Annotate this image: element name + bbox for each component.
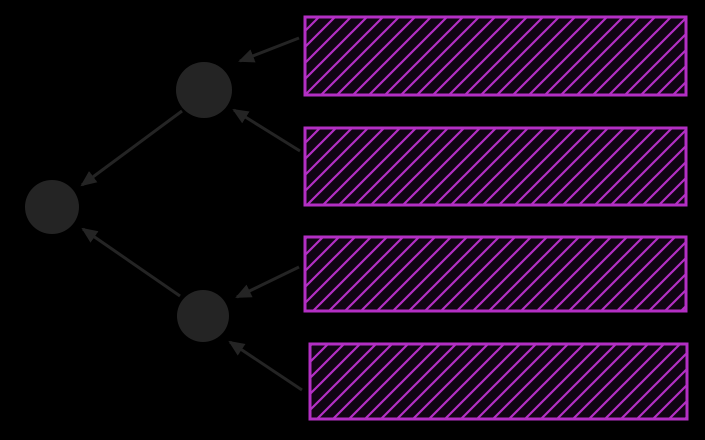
- input-block-1: [303, 15, 688, 97]
- edge-block3-to-lower: [235, 265, 300, 299]
- lower-node: [177, 290, 229, 342]
- edge-block4-to-lower: [228, 340, 303, 392]
- input-block-4: [308, 342, 689, 421]
- input-block-2: [303, 126, 688, 207]
- nodes-layer: [25, 62, 232, 342]
- edges-layer: [80, 36, 303, 392]
- edge-block2-to-upper: [232, 108, 301, 153]
- input-block-3: [303, 235, 688, 313]
- edge-upper-to-root: [80, 109, 183, 187]
- input-blocks-layer: [303, 15, 689, 421]
- root-node: [25, 180, 79, 234]
- edge-block1-to-upper: [238, 36, 300, 63]
- edge-lower-to-root: [81, 227, 181, 298]
- upper-node: [176, 62, 232, 118]
